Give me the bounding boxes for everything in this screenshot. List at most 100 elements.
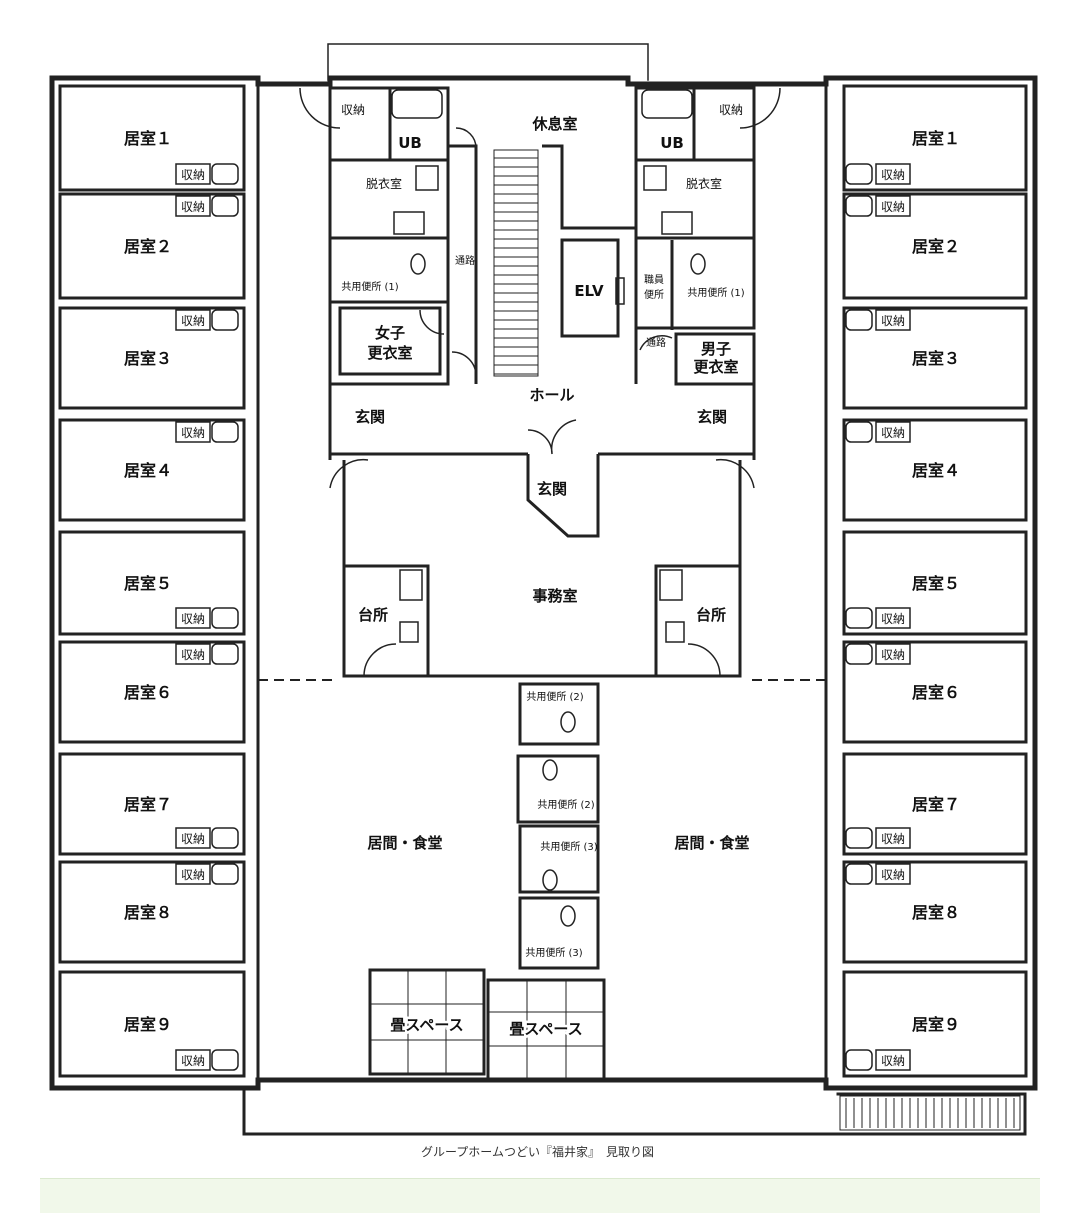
right-room-7 (842, 752, 1028, 856)
plan-caption: グループホームつどい『福井家』 見取り図 (421, 1145, 654, 1159)
label-corridor-left: 通路 (455, 254, 475, 267)
label-ub-right: UB (660, 134, 684, 152)
right-room-2 (842, 192, 1028, 300)
right-sink-icon-5 (845, 607, 873, 629)
right-room-6 (842, 640, 1028, 744)
left-room-1 (58, 84, 246, 192)
right-sink-icon-7 (845, 827, 873, 849)
left-sink-icon-3 (211, 309, 239, 331)
left-storage-label-6: 収納 (181, 648, 205, 662)
right-room-5 (842, 530, 1028, 636)
label-female-locker-1: 女子 (375, 324, 405, 342)
right-storage-label-6: 収納 (881, 648, 905, 662)
left-sink-icon-1 (211, 163, 239, 185)
label-staff-toilet-1: 職員 (644, 274, 664, 286)
label-entrance-right: 玄関 (697, 408, 727, 426)
left-room-label-2: 居室２ (124, 237, 172, 256)
label-female-locker-2: 更衣室 (367, 344, 412, 362)
left-storage-label-2: 収納 (181, 200, 205, 214)
label-toilet-3-top: 共用便所 (3) (540, 840, 597, 853)
left-room-label-4: 居室４ (124, 461, 172, 480)
right-storage-label-3: 収納 (881, 314, 905, 328)
right-sink-icon-1 (845, 163, 873, 185)
label-toilet-1-left: 共用便所 (1) (341, 280, 398, 293)
label-toilet-1-right: 共用便所 (1) (687, 286, 744, 299)
right-storage-1 (875, 163, 911, 185)
left-room-label-8: 居室８ (124, 903, 172, 922)
label-ub-left: UB (398, 134, 422, 152)
left-sink-icon-5 (211, 607, 239, 629)
right-storage-label-1: 収納 (881, 168, 905, 182)
right-room-label-6: 居室６ (912, 683, 960, 702)
label-elv: ELV (574, 282, 604, 300)
right-sink-icon-6 (845, 643, 873, 665)
right-room-label-5: 居室５ (912, 574, 960, 593)
left-sink-icon-6 (211, 643, 239, 665)
label-entrance-center: 玄関 (537, 480, 567, 498)
left-room-label-5: 居室５ (124, 574, 172, 593)
right-sink-icon-2 (845, 195, 873, 217)
right-storage-2 (875, 195, 911, 217)
right-storage-label-2: 収納 (881, 200, 905, 214)
label-toilet-2-bottom: 共用便所 (2) (537, 798, 594, 811)
right-storage-7 (875, 827, 911, 849)
right-storage-9 (875, 1049, 911, 1071)
right-room-label-2: 居室２ (912, 237, 960, 256)
right-storage-label-5: 収納 (881, 612, 905, 626)
left-sink-icon-4 (211, 421, 239, 443)
left-sink-icon-9 (211, 1049, 239, 1071)
right-storage-label-4: 収納 (881, 426, 905, 440)
right-room-label-3: 居室３ (912, 349, 960, 368)
left-room-3 (58, 306, 246, 410)
right-storage-label-7: 収納 (881, 832, 905, 846)
left-room-4 (58, 418, 246, 522)
left-room-5 (58, 530, 246, 636)
label-corridor-right: 通路 (646, 336, 666, 349)
floor-plan-svg: 居室１収納居室２収納居室３収納居室４収納居室５収納居室６収納居室７収納居室８収納… (49, 43, 1038, 1136)
label-rest-room: 休息室 (531, 115, 577, 133)
left-storage-3 (175, 309, 211, 331)
label-tatami-right: 畳スペース (509, 1020, 582, 1038)
label-storage-top-right: 収納 (719, 103, 743, 117)
right-room-label-7: 居室７ (912, 795, 960, 814)
right-room-4 (842, 418, 1028, 522)
left-room-9 (58, 970, 246, 1078)
left-storage-8 (175, 863, 211, 885)
right-room-label-8: 居室８ (912, 903, 960, 922)
left-storage-1 (175, 163, 211, 185)
label-living-dining-left: 居間・食堂 (367, 834, 442, 852)
right-room-label-1: 居室１ (912, 129, 960, 148)
right-storage-4 (875, 421, 911, 443)
label-living-dining-right: 居間・食堂 (674, 834, 749, 852)
right-storage-5 (875, 607, 911, 629)
left-room-6 (58, 640, 246, 744)
right-storage-6 (875, 643, 911, 665)
left-storage-6 (175, 643, 211, 665)
right-storage-label-8: 収納 (881, 868, 905, 882)
left-room-label-3: 居室３ (124, 349, 172, 368)
right-room-1 (842, 84, 1028, 192)
left-storage-label-5: 収納 (181, 612, 205, 626)
left-storage-label-8: 収納 (181, 868, 205, 882)
left-storage-2 (175, 195, 211, 217)
left-room-7 (58, 752, 246, 856)
label-kitchen-left: 台所 (358, 606, 388, 624)
left-storage-4 (175, 421, 211, 443)
left-room-8 (58, 860, 246, 964)
right-room-8 (842, 860, 1028, 964)
label-tatami-left: 畳スペース (390, 1016, 463, 1034)
left-storage-label-1: 収納 (181, 168, 205, 182)
right-sink-icon-4 (845, 421, 873, 443)
right-room-label-4: 居室４ (912, 461, 960, 480)
right-room-9 (842, 970, 1028, 1078)
label-dressing-right: 脱衣室 (686, 176, 722, 191)
right-storage-label-9: 収納 (881, 1054, 905, 1068)
left-room-label-6: 居室６ (124, 683, 172, 702)
label-male-locker-2: 更衣室 (693, 358, 738, 376)
left-room-label-7: 居室７ (124, 795, 172, 814)
left-storage-label-7: 収納 (181, 832, 205, 846)
right-storage-8 (875, 863, 911, 885)
right-storage-3 (875, 309, 911, 331)
label-kitchen-right: 台所 (696, 606, 726, 624)
